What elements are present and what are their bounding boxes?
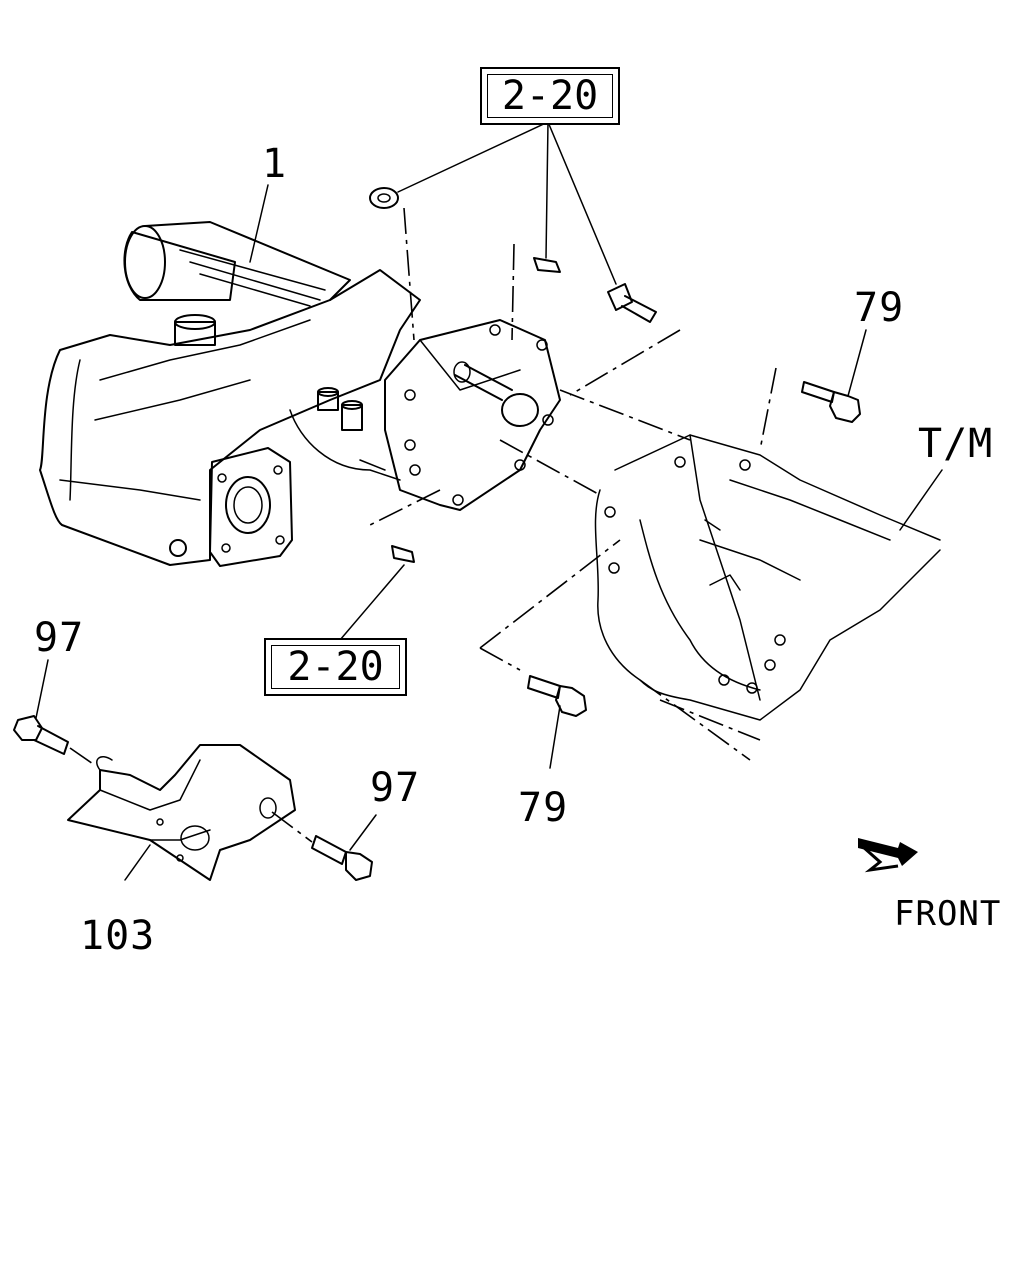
callout-part-97-right: 97 — [370, 765, 421, 811]
ref-box-2-20-top: 2-20 — [480, 67, 620, 125]
ref-box-2-20-bottom: 2-20 — [264, 638, 407, 696]
bolt-79-right — [759, 329, 867, 451]
top-hardware — [369, 121, 681, 396]
bracket-103 — [13, 659, 377, 881]
callout-part-1: 1 — [262, 141, 288, 187]
callout-tm: T/M — [918, 421, 994, 467]
ref-label-2-20-bottom: 2-20 — [271, 644, 400, 690]
front-label: FRONT — [894, 894, 1002, 934]
callout-part-79-bottom: 79 — [518, 785, 569, 831]
ref-label-2-20-top: 2-20 — [487, 73, 613, 119]
callout-part-103: 103 — [80, 913, 156, 959]
transfer-case-assembly — [39, 184, 561, 567]
transmission-outline — [499, 389, 943, 761]
dowel-bottom — [339, 489, 441, 641]
callout-part-97-left: 97 — [34, 615, 85, 661]
callout-part-79-right: 79 — [854, 285, 905, 331]
front-arrow-icon — [858, 838, 918, 873]
bolt-79-bottom — [479, 539, 621, 769]
